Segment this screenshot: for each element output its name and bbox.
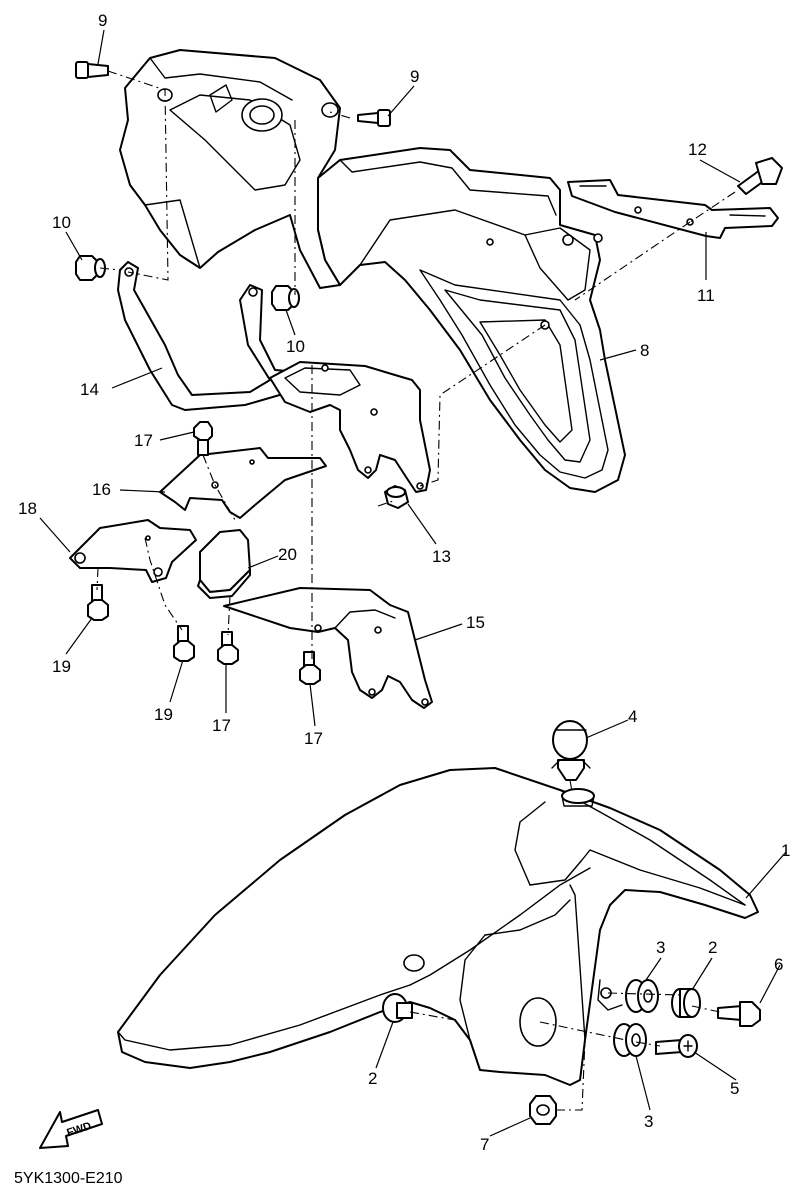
bolt-part-6 bbox=[717, 1001, 761, 1027]
callout-3-bottom: 3 bbox=[644, 1112, 653, 1131]
bolt-part-9-left bbox=[75, 61, 109, 79]
callout-8: 8 bbox=[640, 341, 649, 360]
callout-19-left: 19 bbox=[52, 657, 71, 676]
rear-fender-part-8 bbox=[317, 147, 626, 493]
callout-9-top-left: 9 bbox=[98, 11, 107, 30]
bolt-part-17-right bbox=[299, 651, 321, 685]
mount-bracket-upper bbox=[269, 361, 431, 493]
callout-leaders bbox=[39, 29, 787, 1137]
callout-labels: 9 9 10 10 12 11 8 14 17 16 18 13 20 15 1… bbox=[18, 11, 790, 1154]
collar-part-2-right bbox=[671, 988, 701, 1018]
callout-17-right: 17 bbox=[304, 729, 323, 748]
nut-part-7 bbox=[529, 1095, 557, 1125]
callout-11: 11 bbox=[697, 286, 715, 305]
damper-part-20 bbox=[197, 529, 251, 599]
callout-6: 6 bbox=[774, 955, 783, 974]
callout-15: 15 bbox=[466, 613, 485, 632]
bracket-part-15 bbox=[223, 587, 433, 709]
bolt-part-17-mid bbox=[217, 631, 239, 665]
callout-12: 12 bbox=[688, 140, 707, 159]
forward-direction-arrow: FWD bbox=[39, 1109, 103, 1149]
callout-7: 7 bbox=[480, 1135, 489, 1154]
callout-10-right: 10 bbox=[286, 337, 305, 356]
callout-5: 5 bbox=[730, 1079, 739, 1098]
assembly-lines-upper bbox=[96, 70, 736, 660]
callout-1: 1 bbox=[781, 841, 790, 860]
callout-16: 16 bbox=[92, 480, 111, 499]
collar-part-13 bbox=[384, 485, 409, 509]
plate-part-18 bbox=[69, 519, 197, 583]
callout-13: 13 bbox=[432, 547, 451, 566]
callout-2-right: 2 bbox=[708, 938, 717, 957]
clip-part-4 bbox=[551, 720, 591, 781]
callout-18: 18 bbox=[18, 499, 37, 518]
bolt-part-19-b bbox=[173, 625, 195, 662]
grommet-part-3-top bbox=[625, 979, 659, 1013]
assembly-lines-lower bbox=[409, 779, 721, 1111]
callout-9-top-right: 9 bbox=[410, 67, 419, 86]
callout-17-mid: 17 bbox=[212, 716, 231, 735]
nut-part-10-right bbox=[271, 285, 300, 311]
callout-20: 20 bbox=[278, 545, 297, 564]
rear-cowl-upper bbox=[119, 49, 341, 289]
diagram-code: 5YK1300-E210 bbox=[14, 1170, 123, 1187]
bolt-part-17-top bbox=[193, 421, 213, 456]
plate-part-16 bbox=[159, 447, 327, 519]
callout-19-mid: 19 bbox=[154, 705, 173, 724]
screw-part-5 bbox=[655, 1034, 698, 1058]
callout-17-top: 17 bbox=[134, 431, 153, 450]
callout-2-left: 2 bbox=[368, 1069, 377, 1088]
collar-part-2-left bbox=[382, 993, 413, 1023]
grommet-part-3-bottom bbox=[613, 1023, 647, 1057]
bolt-part-12 bbox=[737, 157, 783, 195]
callout-14: 14 bbox=[80, 380, 99, 399]
front-fender-part-1 bbox=[117, 767, 759, 1086]
bolt-part-19-a bbox=[87, 584, 109, 621]
callout-3-top: 3 bbox=[656, 938, 665, 957]
callout-10-left: 10 bbox=[52, 213, 71, 232]
callout-4: 4 bbox=[628, 707, 637, 726]
bolt-part-9-right bbox=[357, 109, 391, 127]
